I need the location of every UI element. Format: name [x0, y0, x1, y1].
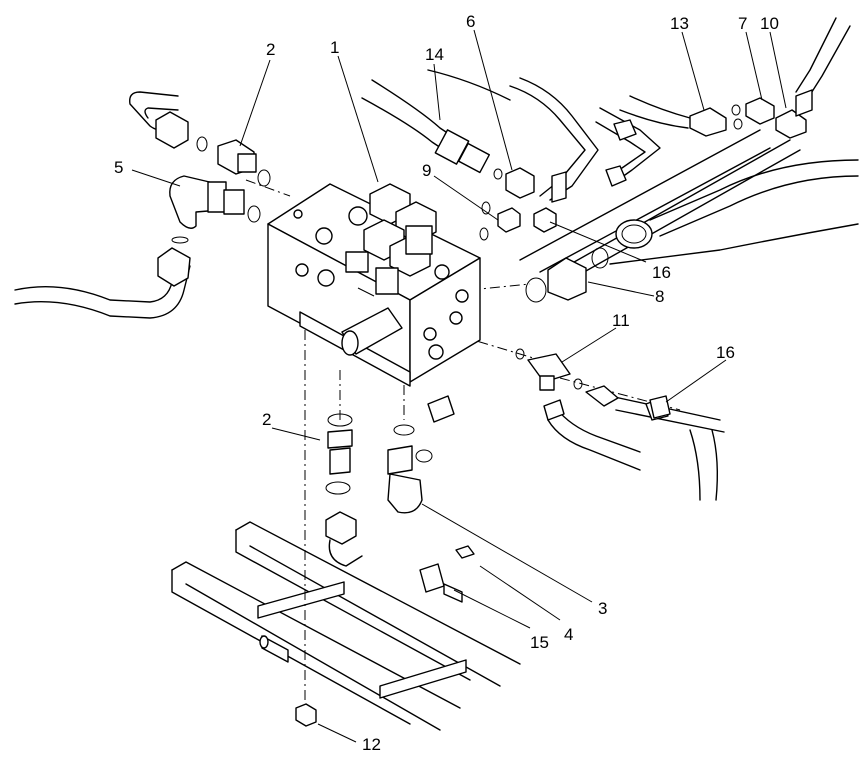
callout-8: 8 [655, 287, 664, 306]
callout-10: 10 [760, 14, 779, 33]
callout-4: 4 [564, 625, 573, 644]
callout-labels: 1 2 2 3 4 5 6 7 8 9 10 11 12 13 14 15 16… [114, 12, 779, 754]
callout-2-lower: 2 [262, 410, 271, 429]
callout-2-upper: 2 [266, 40, 275, 59]
callout-12: 12 [362, 735, 381, 754]
callout-5: 5 [114, 158, 123, 177]
callout-3: 3 [598, 599, 607, 618]
callout-16-upper: 16 [652, 263, 671, 282]
callout-9: 9 [422, 161, 431, 180]
leader-lines [131, 29, 787, 743]
fittings [155, 89, 813, 727]
frame-rails [171, 521, 521, 731]
callout-14: 14 [425, 45, 444, 64]
callout-1: 1 [330, 38, 339, 57]
valve-manifold-block [267, 183, 481, 387]
callout-16-lower: 16 [716, 343, 735, 362]
callout-15: 15 [530, 633, 549, 652]
callout-6: 6 [466, 12, 475, 31]
callout-13: 13 [670, 14, 689, 33]
callout-7: 7 [738, 14, 747, 33]
callout-11: 11 [612, 311, 630, 330]
